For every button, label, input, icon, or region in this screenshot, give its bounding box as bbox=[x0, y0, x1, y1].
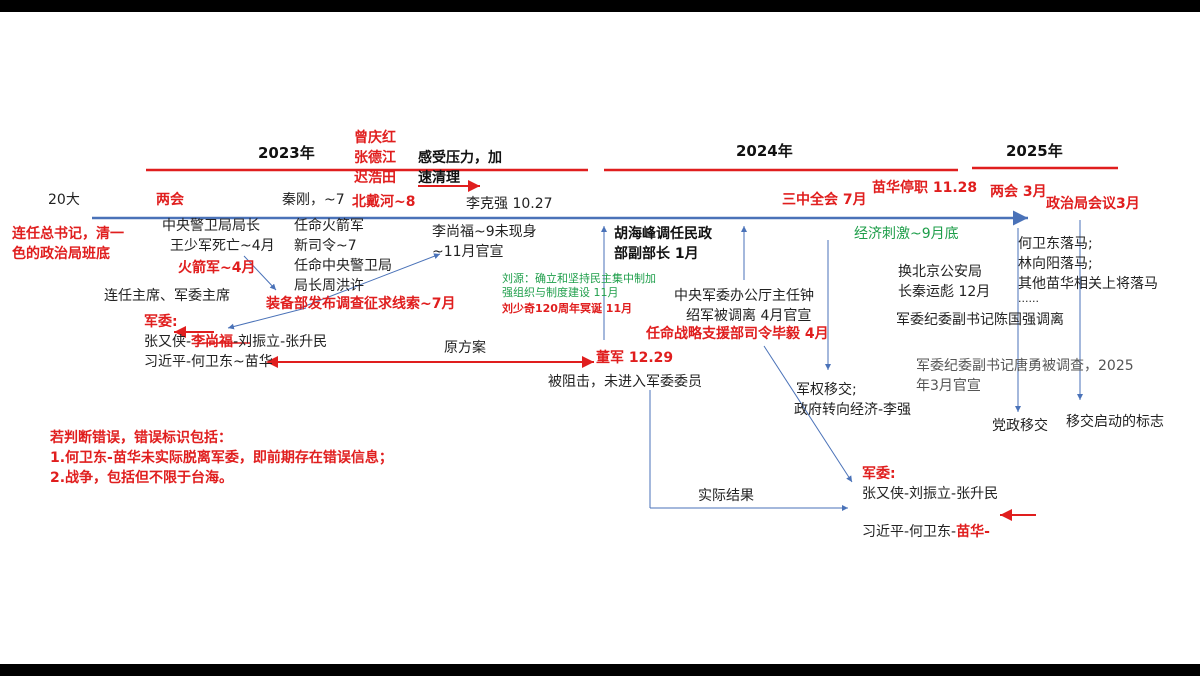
event-bangongting-line2: 绍军被调离 4月官宣 bbox=[686, 308, 812, 324]
event-luoma-line3: 其他苗华相关上将落马 bbox=[1018, 276, 1158, 292]
junwei-new-row2: 习近平-何卫东-苗华- bbox=[862, 524, 990, 541]
error-criteria-title: 若判断错误，错误标识包括： bbox=[50, 430, 232, 446]
event-luoma-line1: 何卫东落马; bbox=[1018, 236, 1093, 252]
event-renming-line1: 任命火箭军 bbox=[294, 218, 364, 234]
year-2025-label: 2025年 bbox=[1006, 142, 1063, 160]
junwei-new-row2-red: 苗华- bbox=[956, 524, 990, 540]
event-zhengzhiju: 政治局会议3月 bbox=[1046, 196, 1140, 212]
timeline-slide: 2023年 2024年 2025年 20大 连任总书记，清一 色的政治局班底 两… bbox=[0, 12, 1200, 664]
junwei-old-row1: 张又侠-李尚福-刘振立-张升民 bbox=[144, 334, 327, 351]
event-bangongting-line1: 中央军委办公厅主任钟 bbox=[674, 288, 814, 304]
event-lishangfu-line1: 李尚福~9未现身 bbox=[432, 224, 537, 240]
connector-zhanlue bbox=[763, 345, 853, 483]
connector-junwei-old bbox=[227, 307, 307, 330]
label-original-plan: 原方案 bbox=[444, 340, 486, 356]
junwei-new-label: 军委: bbox=[862, 466, 896, 482]
event-beizuji: 被阻击，未进入军委委员 bbox=[548, 374, 702, 390]
junwei-old-row2: 习近平-何卫东~苗华 bbox=[144, 354, 273, 370]
year-2024-label: 2024年 bbox=[736, 142, 793, 160]
event-jiwei-chen: 军委纪委副书记陈国强调离 bbox=[896, 312, 1064, 328]
event-huanbeijing-line2: 长秦运彪 12月 bbox=[898, 284, 991, 300]
event-jingwei-line2: 王少军死亡~4月 bbox=[170, 238, 275, 254]
event-sanzhong: 三中全会 7月 bbox=[782, 192, 867, 208]
event-zhanlue: 任命战略支援部司令毕毅 4月 bbox=[646, 326, 829, 342]
event-lianren-line1: 连任总书记，清一 bbox=[12, 226, 124, 242]
event-luoma-line2: 林向阳落马; bbox=[1018, 256, 1093, 272]
event-junquan-line1: 军权移交; bbox=[796, 382, 857, 398]
event-miaohua-tingzhi: 苗华停职 11.28 bbox=[872, 180, 978, 196]
note-liuyuan-line1: 刘源：确立和坚持民主集中制加 bbox=[502, 272, 656, 285]
event-yijiao: 移交启动的标志 bbox=[1066, 414, 1164, 430]
junwei-old-label: 军委: bbox=[144, 314, 178, 330]
event-jingwei-line1: 中央警卫局局长 bbox=[162, 218, 260, 234]
event-zeng: 曾庆红 bbox=[354, 130, 396, 146]
event-huanbeijing-line1: 换北京公安局 bbox=[898, 264, 982, 280]
event-likeqiang: 李克强 10.27 bbox=[466, 196, 553, 212]
note-liuyuan-line2: 强组织与制度建设 11月 bbox=[502, 286, 619, 299]
event-ganshou-line2: 速清理 bbox=[418, 170, 460, 186]
error-criteria-2: 2.战争，包括但不限于台海。 bbox=[50, 470, 234, 486]
event-jingji: 经济刺激~9月底 bbox=[854, 226, 959, 242]
event-chi: 迟浩田 bbox=[354, 170, 396, 186]
event-renming-line4: 局长周洪许 bbox=[294, 278, 364, 294]
event-jiwei-tang-line1: 军委纪委副书记唐勇被调查，2025 bbox=[916, 358, 1134, 374]
event-lianren-line2: 色的政治局班底 bbox=[12, 246, 110, 262]
connector-jingwei bbox=[243, 255, 277, 291]
event-luoma-line4: ...... bbox=[1018, 292, 1039, 305]
event-zhuangbeibu: 装备部发布调查征求线索~7月 bbox=[266, 296, 456, 312]
event-dongjun: 董军 12.29 bbox=[596, 350, 674, 366]
year-2023-label: 2023年 bbox=[258, 144, 315, 162]
event-huhaifeng-line2: 部副部长 1月 bbox=[614, 246, 699, 262]
event-lianghui-2023: 两会 bbox=[156, 192, 184, 208]
event-ganshou-line1: 感受压力，加 bbox=[418, 150, 502, 166]
event-lishangfu-line2: ~11月官宣 bbox=[432, 244, 504, 260]
event-qingang: 秦刚，~7 bbox=[282, 192, 345, 208]
event-20da: 20大 bbox=[48, 192, 80, 208]
event-huojianjun: 火箭军~4月 bbox=[178, 260, 256, 276]
event-huhaifeng-line1: 胡海峰调任民政 bbox=[614, 226, 712, 242]
event-lianren-zhuxi: 连任主席、军委主席 bbox=[104, 288, 230, 304]
event-beidaihe: 北戴河~8 bbox=[352, 194, 416, 210]
event-renming-line3: 任命中央警卫局 bbox=[294, 258, 392, 274]
event-lianghui-2025: 两会 3月 bbox=[990, 184, 1047, 200]
junwei-new-row2-prefix: 习近平-何卫东- bbox=[862, 524, 957, 540]
junwei-old-row1-prefix: 张又侠- bbox=[144, 334, 192, 350]
junwei-new-row1: 张又侠-刘振立-张升民 bbox=[862, 486, 999, 502]
event-zhang: 张德江 bbox=[354, 150, 396, 166]
error-criteria-1: 1.何卫东-苗华未实际脱离军委，即前期存在错误信息； bbox=[50, 450, 393, 466]
note-liushaoqi: 刘少奇120周年冥诞 11月 bbox=[502, 302, 633, 315]
connector-lishangfu bbox=[299, 253, 441, 309]
junwei-old-row1-suffix: -刘振立-张升民 bbox=[233, 334, 328, 350]
event-jiwei-tang-line2: 年3月官宣 bbox=[916, 378, 981, 394]
label-actual-result: 实际结果 bbox=[698, 488, 754, 504]
timeline-diagram-lines bbox=[92, 166, 1118, 521]
event-junquan-line2: 政府转向经济-李强 bbox=[794, 402, 912, 418]
event-dangzheng: 党政移交 bbox=[992, 418, 1048, 434]
event-renming-line2: 新司令~7 bbox=[294, 238, 357, 254]
junwei-old-row1-struck: 李尚福 bbox=[191, 334, 234, 350]
